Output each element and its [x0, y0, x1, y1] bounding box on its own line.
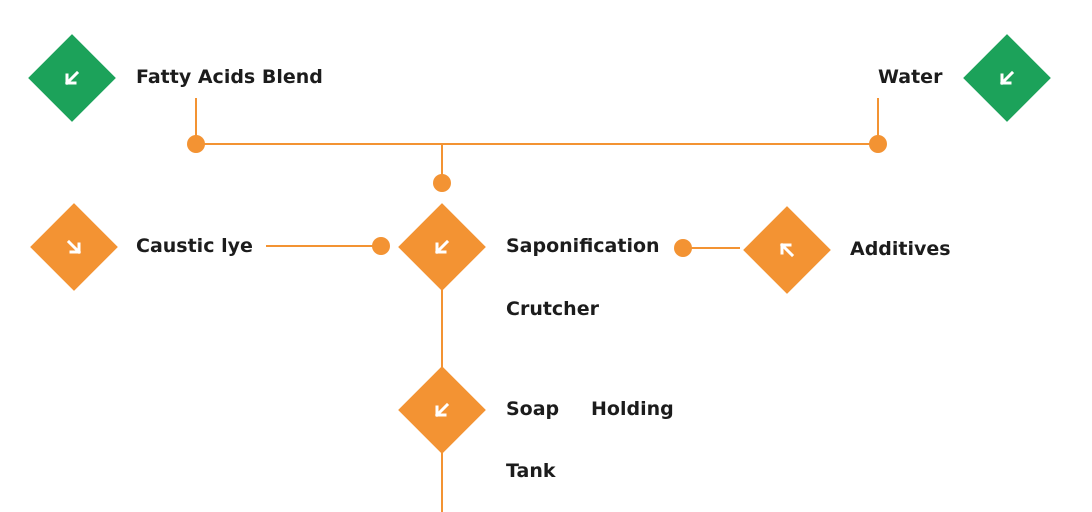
- connector-bus-to-saponification: [441, 144, 443, 184]
- tank-label: Tank: [506, 460, 556, 482]
- arrow-down-left-icon: [434, 239, 450, 255]
- connector-fatty-acids-drop: [195, 98, 197, 145]
- connector-dot-caustic-lye: [372, 237, 390, 255]
- water-label: Water: [878, 66, 943, 88]
- fatty-acids-label: Fatty Acids Blend: [136, 66, 323, 88]
- connector-dot-saponification-top: [433, 174, 451, 192]
- connector-dot-water: [869, 135, 887, 153]
- additives-node[interactable]: [743, 206, 831, 294]
- connector-water-drop: [877, 98, 879, 145]
- arrow-down-right-icon: [66, 239, 82, 255]
- arrow-up-left-icon: [779, 242, 795, 258]
- arrow-down-left-icon: [434, 402, 450, 418]
- fatty-acids-node[interactable]: [28, 34, 116, 122]
- connector-dot-additives: [674, 239, 692, 257]
- connector-tank-outlet: [441, 450, 443, 512]
- holding-label: Holding: [591, 398, 674, 420]
- caustic-lye-node[interactable]: [30, 203, 118, 291]
- connector-dot-fatty-acids: [187, 135, 205, 153]
- saponification-label: Saponification: [506, 235, 660, 257]
- saponification-node[interactable]: [398, 203, 486, 291]
- connector-caustic-lye: [266, 245, 382, 247]
- connector-top-bus: [196, 143, 878, 145]
- soap-label: Soap: [506, 398, 560, 420]
- soap-holding-tank-node[interactable]: [398, 366, 486, 454]
- additives-label: Additives: [850, 238, 951, 260]
- arrow-down-left-icon: [999, 70, 1015, 86]
- caustic-lye-label: Caustic lye: [136, 235, 253, 257]
- connector-saponification-to-tank: [441, 286, 443, 370]
- crutcher-label: Crutcher: [506, 298, 599, 320]
- water-node[interactable]: [963, 34, 1051, 122]
- connector-additives: [684, 247, 740, 249]
- arrow-down-left-icon: [64, 70, 80, 86]
